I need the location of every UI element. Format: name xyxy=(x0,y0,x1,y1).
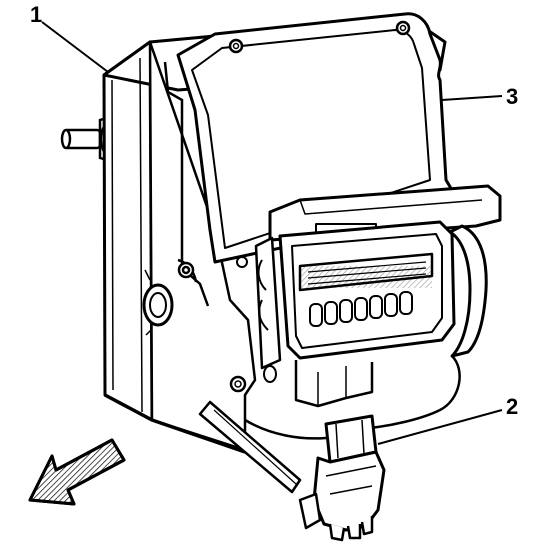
leader-line-1 xyxy=(41,21,109,73)
leader-lines xyxy=(41,21,503,445)
front-of-vehicle-arrow-icon xyxy=(28,438,126,506)
wiring-harness xyxy=(198,355,461,542)
callout-3: 3 xyxy=(506,84,518,109)
leader-line-3 xyxy=(441,95,503,101)
callout-1: 1 xyxy=(30,2,42,27)
connector-pins xyxy=(309,291,413,327)
callout-2: 2 xyxy=(506,394,518,419)
connector-housing xyxy=(254,184,502,408)
leader-line-2 xyxy=(377,409,503,445)
bracket-lines xyxy=(163,61,210,307)
side-port xyxy=(142,269,174,336)
